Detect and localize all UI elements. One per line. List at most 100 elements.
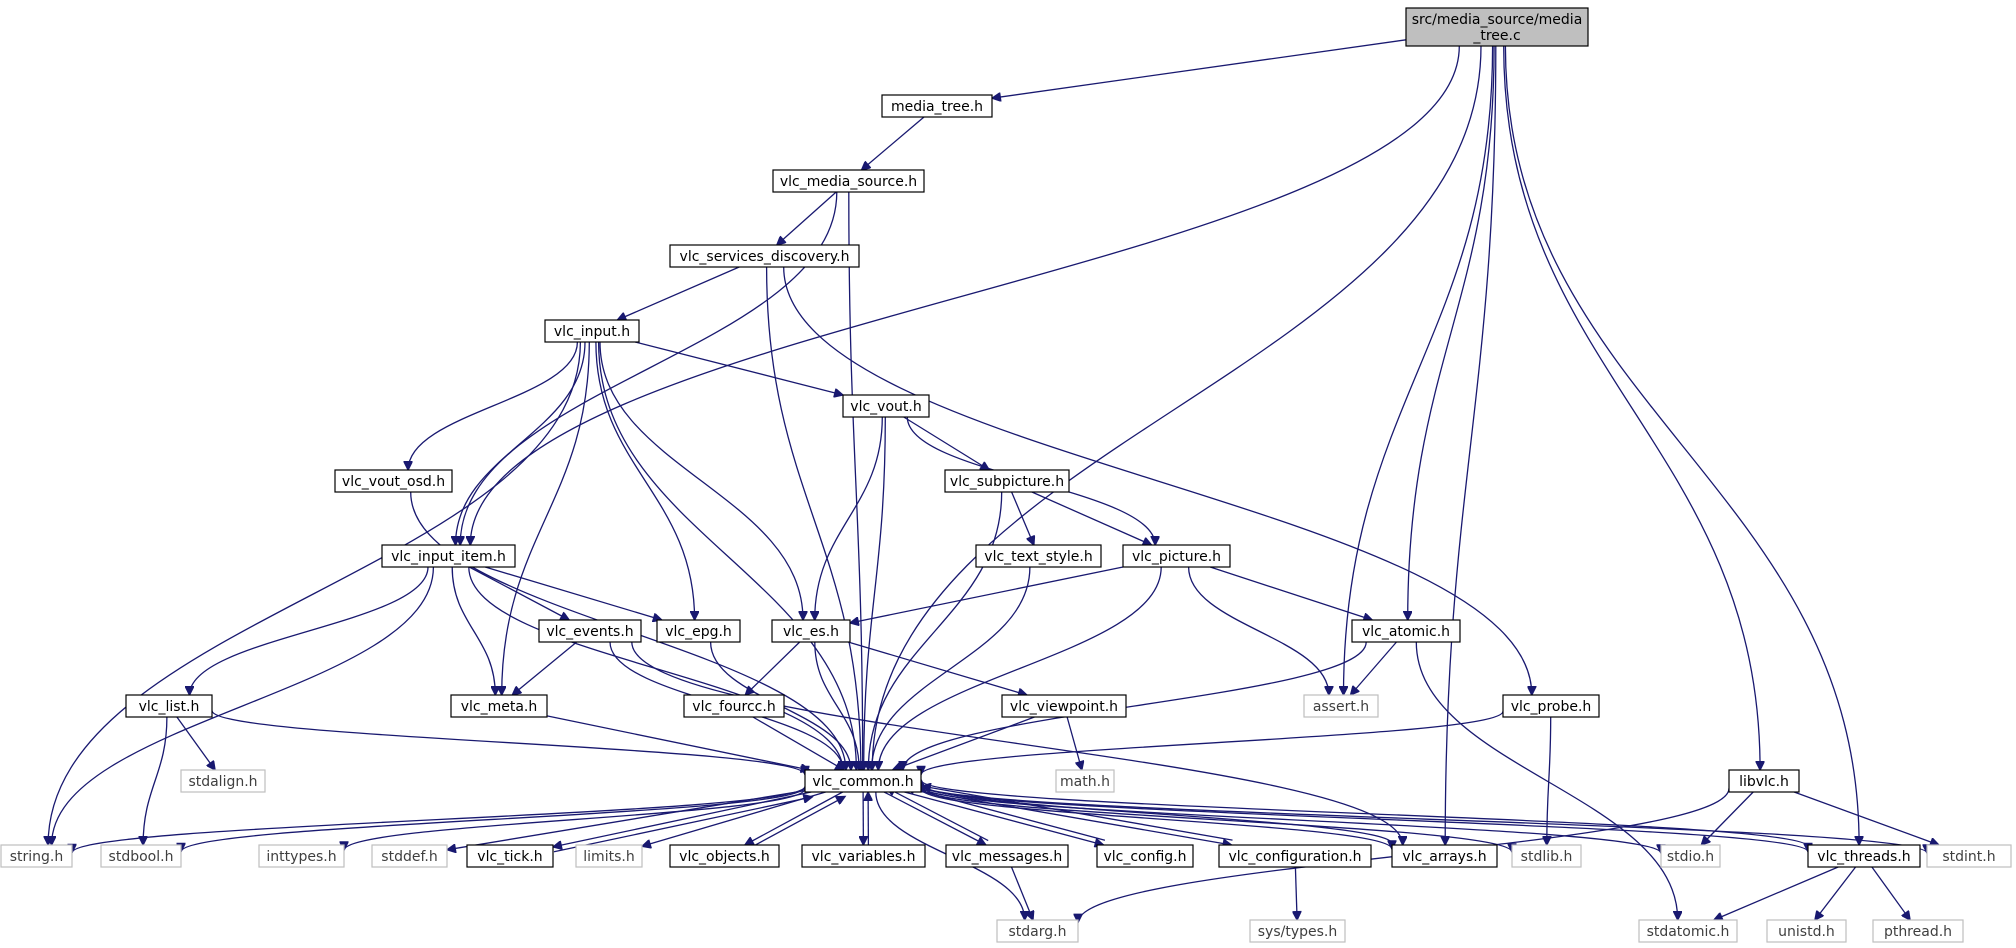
edge-vlc_input_item_h-to-vlc_list_h (190, 566, 429, 695)
node-label: vlc_arrays.h (1402, 849, 1486, 865)
node-vlc-objects-h[interactable]: vlc_objects.h (669, 844, 780, 868)
node-vlc-configuration-h[interactable]: vlc_configuration.h (1218, 844, 1372, 868)
node-vlc-probe-h[interactable]: vlc_probe.h (1502, 694, 1600, 718)
node-label: vlc_vout_osd.h (342, 474, 445, 490)
edge-vlc_picture_h-to-vlc_es_h (850, 566, 1124, 623)
node-label: vlc_list.h (139, 699, 200, 715)
edge-vlc_threads_h-to-stdatomic_h (1714, 866, 1839, 920)
edge-vlc_messages_h-to-vlc_common_h (886, 788, 989, 842)
edge-vlc_common_h-to-vlc_arrays_h (920, 788, 1392, 850)
node-box (1122, 544, 1231, 568)
node-vlc-vout-h[interactable]: vlc_vout.h (842, 394, 930, 418)
node-stdarg-h: stdarg.h (996, 919, 1079, 943)
node-label: vlc_probe.h (1511, 699, 1592, 715)
node-label: vlc_meta.h (461, 699, 538, 715)
node-vlc-picture-h[interactable]: vlc_picture.h (1122, 544, 1231, 568)
edge-vlc_fourcc_h-to-vlc_common_h (752, 716, 844, 770)
edge-vlc_input_h-to-vlc_vout_h (634, 341, 843, 395)
node-box (1001, 694, 1127, 718)
node-stdint-h: stdint.h (1926, 844, 2012, 868)
node-vlc-arrays-h[interactable]: vlc_arrays.h (1391, 844, 1498, 868)
node-vlc-media-source-h[interactable]: vlc_media_source.h (772, 169, 925, 193)
node-box (669, 244, 860, 268)
edge-vlc_common_h-to-string_h (72, 785, 806, 853)
node-box (669, 844, 780, 868)
node-vlc-input-item-h[interactable]: vlc_input_item.h (381, 544, 516, 568)
node-box (258, 844, 345, 868)
edge-vlc_events_h-to-vlc_arrays_h (631, 641, 1403, 845)
node-vlc-tick-h[interactable]: vlc_tick.h (466, 844, 554, 868)
node-label: vlc_messages.h (952, 849, 1062, 865)
edge-vlc_picture_h-to-assert_h (1187, 566, 1329, 695)
node-vlc-common-h[interactable]: vlc_common.h (804, 769, 922, 793)
node-vlc-events-h[interactable]: vlc_events.h (538, 619, 642, 643)
node-vlc-epg-h[interactable]: vlc_epg.h (656, 619, 741, 643)
node-label: vlc_picture.h (1132, 549, 1221, 565)
node-stddef-h: stddef.h (371, 844, 448, 868)
node-box (381, 544, 516, 568)
edge-vlc_threads_h-to-vlc_common_h (921, 780, 1810, 848)
node-vlc-variables-h[interactable]: vlc_variables.h (801, 844, 926, 868)
edge-vlc_input_item_h-to-vlc_meta_h (451, 566, 495, 695)
node-box (1638, 919, 1738, 943)
node-label: vlc_text_style.h (984, 549, 1092, 565)
node-box (180, 769, 266, 793)
edge-vlc_probe_h-to-stdlib_h (1547, 716, 1552, 845)
edge-vlc_threads_h-to-unistd_h (1815, 866, 1857, 920)
node-stdbool-h: stdbool.h (100, 844, 182, 868)
node-box (1055, 769, 1115, 793)
edge-vlc_list_h-to-stdbool_h (143, 716, 168, 845)
node-vlc-messages-h[interactable]: vlc_messages.h (945, 844, 1069, 868)
node-box (1249, 919, 1346, 943)
edge-vlc_common_h-to-stdbool_h (181, 786, 806, 852)
node-box (996, 919, 1079, 943)
node-vlc-subpicture-h[interactable]: vlc_subpicture.h (944, 469, 1070, 493)
edge-vlc_vout_h-to-vlc_common_h (864, 416, 886, 770)
node-root[interactable]: src/media_source/media_tree.c (1405, 7, 1589, 47)
node-box (538, 619, 642, 643)
node-box (125, 694, 213, 718)
node-vlc-viewpoint-h[interactable]: vlc_viewpoint.h (1001, 694, 1127, 718)
edge-root-to-assert_h (1344, 45, 1494, 695)
node-box (1728, 769, 1800, 793)
node-media-tree-h[interactable]: media_tree.h (881, 94, 993, 118)
node-vlc-meta-h[interactable]: vlc_meta.h (450, 694, 548, 718)
node-vlc-text-style-h[interactable]: vlc_text_style.h (975, 544, 1102, 568)
node-vlc-config-h[interactable]: vlc_config.h (1096, 844, 1194, 868)
node-label: libvlc.h (1739, 774, 1789, 790)
node-vlc-es-h[interactable]: vlc_es.h (771, 619, 851, 643)
edge-libvlc_h-to-stdio_h (1701, 791, 1754, 845)
node-vlc-input-h[interactable]: vlc_input.h (544, 319, 640, 343)
node-vlc-vout-osd-h[interactable]: vlc_vout_osd.h (334, 469, 453, 493)
edge-vlc_common_h-to-vlc_objects_h (745, 791, 844, 845)
edge-vlc_list_h-to-vlc_common_h (211, 710, 805, 775)
node-box (334, 469, 453, 493)
node-label: unistd.h (1778, 924, 1835, 940)
node-box (1660, 844, 1721, 868)
edge-vlc_vout_h-to-vlc_es_h (815, 416, 883, 620)
node-label: pthread.h (1884, 924, 1952, 940)
node-unistd-h: unistd.h (1766, 919, 1847, 943)
node-vlc-fourcc-h[interactable]: vlc_fourcc.h (683, 694, 785, 718)
node-box (944, 469, 1070, 493)
edge-vlc_input_item_h-to-string_h (52, 566, 435, 845)
node-box (544, 319, 640, 343)
node-box (371, 844, 448, 868)
node-box (1766, 919, 1847, 943)
node-vlc-list-h[interactable]: vlc_list.h (125, 694, 213, 718)
edge-vlc_atomic_h-to-vlc_common_h (903, 641, 1367, 770)
node-label: stdbool.h (109, 849, 174, 865)
node-label: vlc_events.h (546, 624, 633, 640)
node-vlc-threads-h[interactable]: vlc_threads.h (1807, 844, 1921, 868)
node-label: vlc_threads.h (1817, 849, 1910, 865)
node-label: media_tree.h (891, 99, 983, 115)
edge-vlc_common_h-to-vlc_tick_h (553, 791, 812, 847)
node-box (100, 844, 182, 868)
node-box (801, 844, 926, 868)
edge-vlc_common_h-to-stddef_h (447, 789, 806, 850)
edge-vlc_arrays_h-to-vlc_common_h (922, 784, 1394, 845)
node-libvlc-h[interactable]: libvlc.h (1728, 769, 1800, 793)
node-vlc-atomic-h[interactable]: vlc_atomic.h (1351, 619, 1461, 643)
node-vlc-services-discovery-h[interactable]: vlc_services_discovery.h (669, 244, 860, 268)
edge-vlc_input_item_h-to-vlc_epg_h (485, 566, 662, 620)
